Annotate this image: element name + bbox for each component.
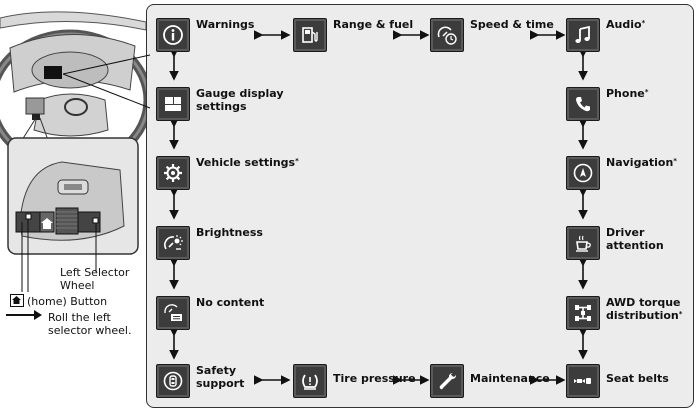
info-icon (163, 25, 183, 45)
music-note-icon (575, 25, 590, 43)
warnings-label: Warnings (196, 18, 255, 31)
tire-pressure-icon (302, 374, 318, 390)
home-icon (10, 294, 24, 307)
left-selector-wheel-label: Left Selector Wheel (60, 266, 130, 292)
phone-icon (576, 97, 590, 112)
speedometer-clock-icon (437, 26, 457, 45)
seat-belt-icon (574, 378, 591, 384)
maintenance-label: Maintenance (470, 372, 550, 385)
brightness-label: Brightness (196, 226, 263, 239)
tire-pressure-label: Tire pressure (333, 372, 416, 385)
compass-icon (573, 163, 593, 183)
audio-label: Audio* (606, 18, 646, 31)
no-content-label: No content (196, 296, 265, 309)
home-button-label: (home) Button (27, 295, 108, 308)
gauge-layout-icon (165, 97, 181, 111)
navigation-label: Navigation* (606, 156, 677, 169)
vehicle-settings-label: Vehicle settings* (196, 156, 299, 169)
wrench-icon (439, 373, 456, 390)
phone-label: Phone* (606, 87, 649, 100)
coffee-cup-icon (576, 235, 591, 252)
no-content-icon (164, 304, 182, 321)
steering-wheel-illustration (0, 11, 146, 320)
seat-belts-label: Seat belts (606, 372, 669, 385)
safety-car-icon (163, 371, 183, 391)
roll-instruction: Roll the left selector wheel. (48, 311, 132, 337)
speed-time-label: Speed & time (470, 18, 554, 31)
gear-icon (164, 164, 182, 182)
brightness-icon (164, 235, 183, 250)
gauge-menu-panel (146, 4, 694, 408)
range-fuel-label: Range & fuel (333, 18, 414, 31)
awd-drivetrain-icon (575, 305, 591, 321)
fuel-pump-icon (302, 27, 318, 43)
